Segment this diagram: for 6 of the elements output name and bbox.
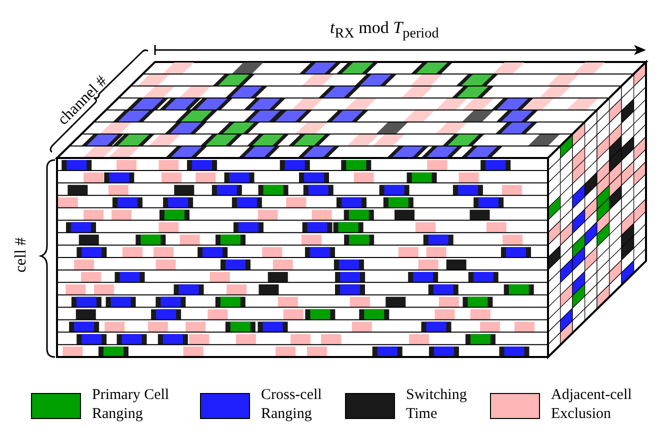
legend-label: Switching Time xyxy=(406,386,468,424)
legend-label: Adjacent-cell Exclusion xyxy=(551,386,633,424)
legend-label: Primary Cell Ranging xyxy=(92,386,170,424)
legend-label: Cross-cell Ranging xyxy=(261,386,323,424)
axis-label: t$_{RX}$ mod T$_{period}$ xyxy=(330,18,439,42)
axis-label: cell # xyxy=(12,237,31,273)
